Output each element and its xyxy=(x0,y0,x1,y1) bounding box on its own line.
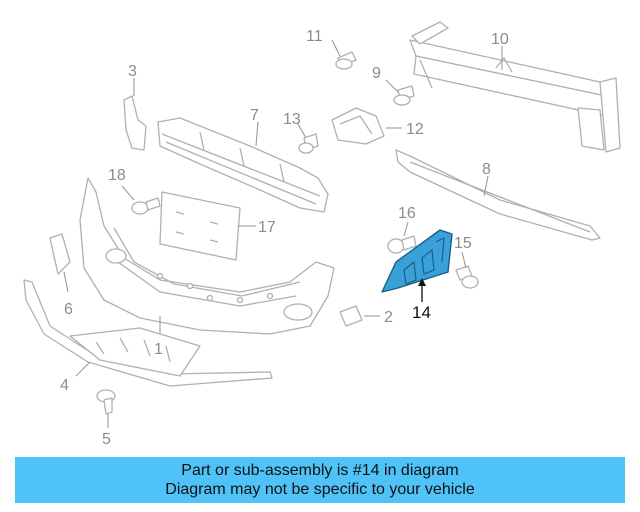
leader-13 xyxy=(297,123,307,139)
leader-18 xyxy=(121,185,135,201)
part-3-bracket xyxy=(123,95,147,151)
part-11-bolt xyxy=(335,51,357,70)
callout-2: 2 xyxy=(384,309,393,326)
callout-8: 8 xyxy=(482,161,491,178)
banner-line-1: Part or sub-assembly is #14 in diagram xyxy=(181,462,459,479)
leader-14-arrow xyxy=(418,278,426,286)
leader-4 xyxy=(75,361,91,377)
part-10-reinforcement-bar xyxy=(409,21,621,153)
leader-8 xyxy=(483,175,489,197)
callout-15: 15 xyxy=(454,235,472,252)
part-2-cap xyxy=(339,305,363,327)
callout-16: 16 xyxy=(398,205,416,222)
part-15-bolt xyxy=(455,265,479,289)
part-14-bracket-highlighted xyxy=(381,229,453,293)
part-13-bolt xyxy=(298,133,319,154)
callout-14: 14 xyxy=(412,303,431,322)
callout-1: 1 xyxy=(154,341,163,358)
callout-9: 9 xyxy=(372,65,381,82)
parts-diagram: 11 10 9 3 7 13 12 8 18 16 17 15 6 2 14 1… xyxy=(23,21,621,448)
leader-9 xyxy=(385,79,399,93)
callout-3: 3 xyxy=(128,63,137,80)
callout-13: 13 xyxy=(283,111,301,128)
leader-6 xyxy=(63,271,69,293)
part-7-grille xyxy=(157,117,329,213)
callout-6: 6 xyxy=(64,301,73,318)
part-1-bumper-cover xyxy=(79,177,335,335)
part-17-license-bracket xyxy=(159,191,241,261)
callout-4: 4 xyxy=(60,377,69,394)
part-8-absorber xyxy=(395,149,601,241)
part-18-clip xyxy=(131,197,161,215)
callout-10: 10 xyxy=(491,31,509,48)
info-banner: Part or sub-assembly is #14 in diagram D… xyxy=(15,457,625,503)
callout-11: 11 xyxy=(306,28,323,45)
callout-17: 17 xyxy=(258,219,276,236)
callout-12: 12 xyxy=(406,121,424,138)
callout-5: 5 xyxy=(102,431,111,448)
leader-7 xyxy=(255,121,259,147)
part-9-bolt xyxy=(393,85,415,106)
leader-11 xyxy=(331,39,341,57)
callout-7: 7 xyxy=(250,107,259,124)
part-5-screw xyxy=(96,389,116,415)
leader-16 xyxy=(403,221,409,237)
part-4-spoiler xyxy=(23,279,273,387)
part-12-bracket xyxy=(331,107,385,145)
part-16-clip xyxy=(387,235,417,254)
callout-18: 18 xyxy=(108,167,126,184)
part-6-cap xyxy=(49,233,71,275)
leader-15 xyxy=(461,251,467,269)
banner-line-2: Diagram may not be specific to your vehi… xyxy=(165,481,475,498)
